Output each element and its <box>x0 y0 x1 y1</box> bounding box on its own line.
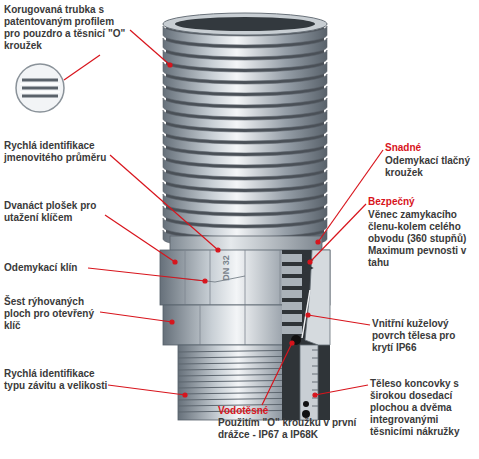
callout-label: Odemykací klín <box>4 262 104 274</box>
callout-label: Dvanáct plošek pro utažení klíčem <box>4 200 109 224</box>
profile-inset <box>16 64 64 112</box>
callout-label: DN 32 <box>220 248 232 288</box>
fitting-body <box>160 236 330 420</box>
callout-heading: Vodotěsné <box>218 405 308 417</box>
callout-label: Rychlá identifikace jmenovitého průměru <box>4 140 116 164</box>
leader-lines <box>64 30 383 405</box>
callout-label: Těleso koncovky s širokou dosedací ploch… <box>370 378 476 438</box>
callout-label: Korugovaná trubka s patentovaným profile… <box>4 4 132 52</box>
callout-label: Použitím "O" kroužku v první drážce - IP… <box>218 417 358 441</box>
corrugated-tube <box>163 13 327 249</box>
callout-label: Rychlá identifikace typu závitu a veliko… <box>4 368 112 392</box>
callout-label: Věnec zamykacího členu-kolem celého obvo… <box>368 209 476 269</box>
callout-label: Vnitřní kuželový povrch tělesa pro krytí… <box>372 318 474 354</box>
callout-label: Šest rýhovaných ploch pro otevřený klíč <box>4 296 104 332</box>
cutaway-section <box>282 250 330 420</box>
callout-label: Odemykací tlačný kroužek <box>385 155 475 179</box>
callout-heading: Snadné <box>385 142 475 154</box>
callout-heading: Bezpečný <box>368 196 468 208</box>
